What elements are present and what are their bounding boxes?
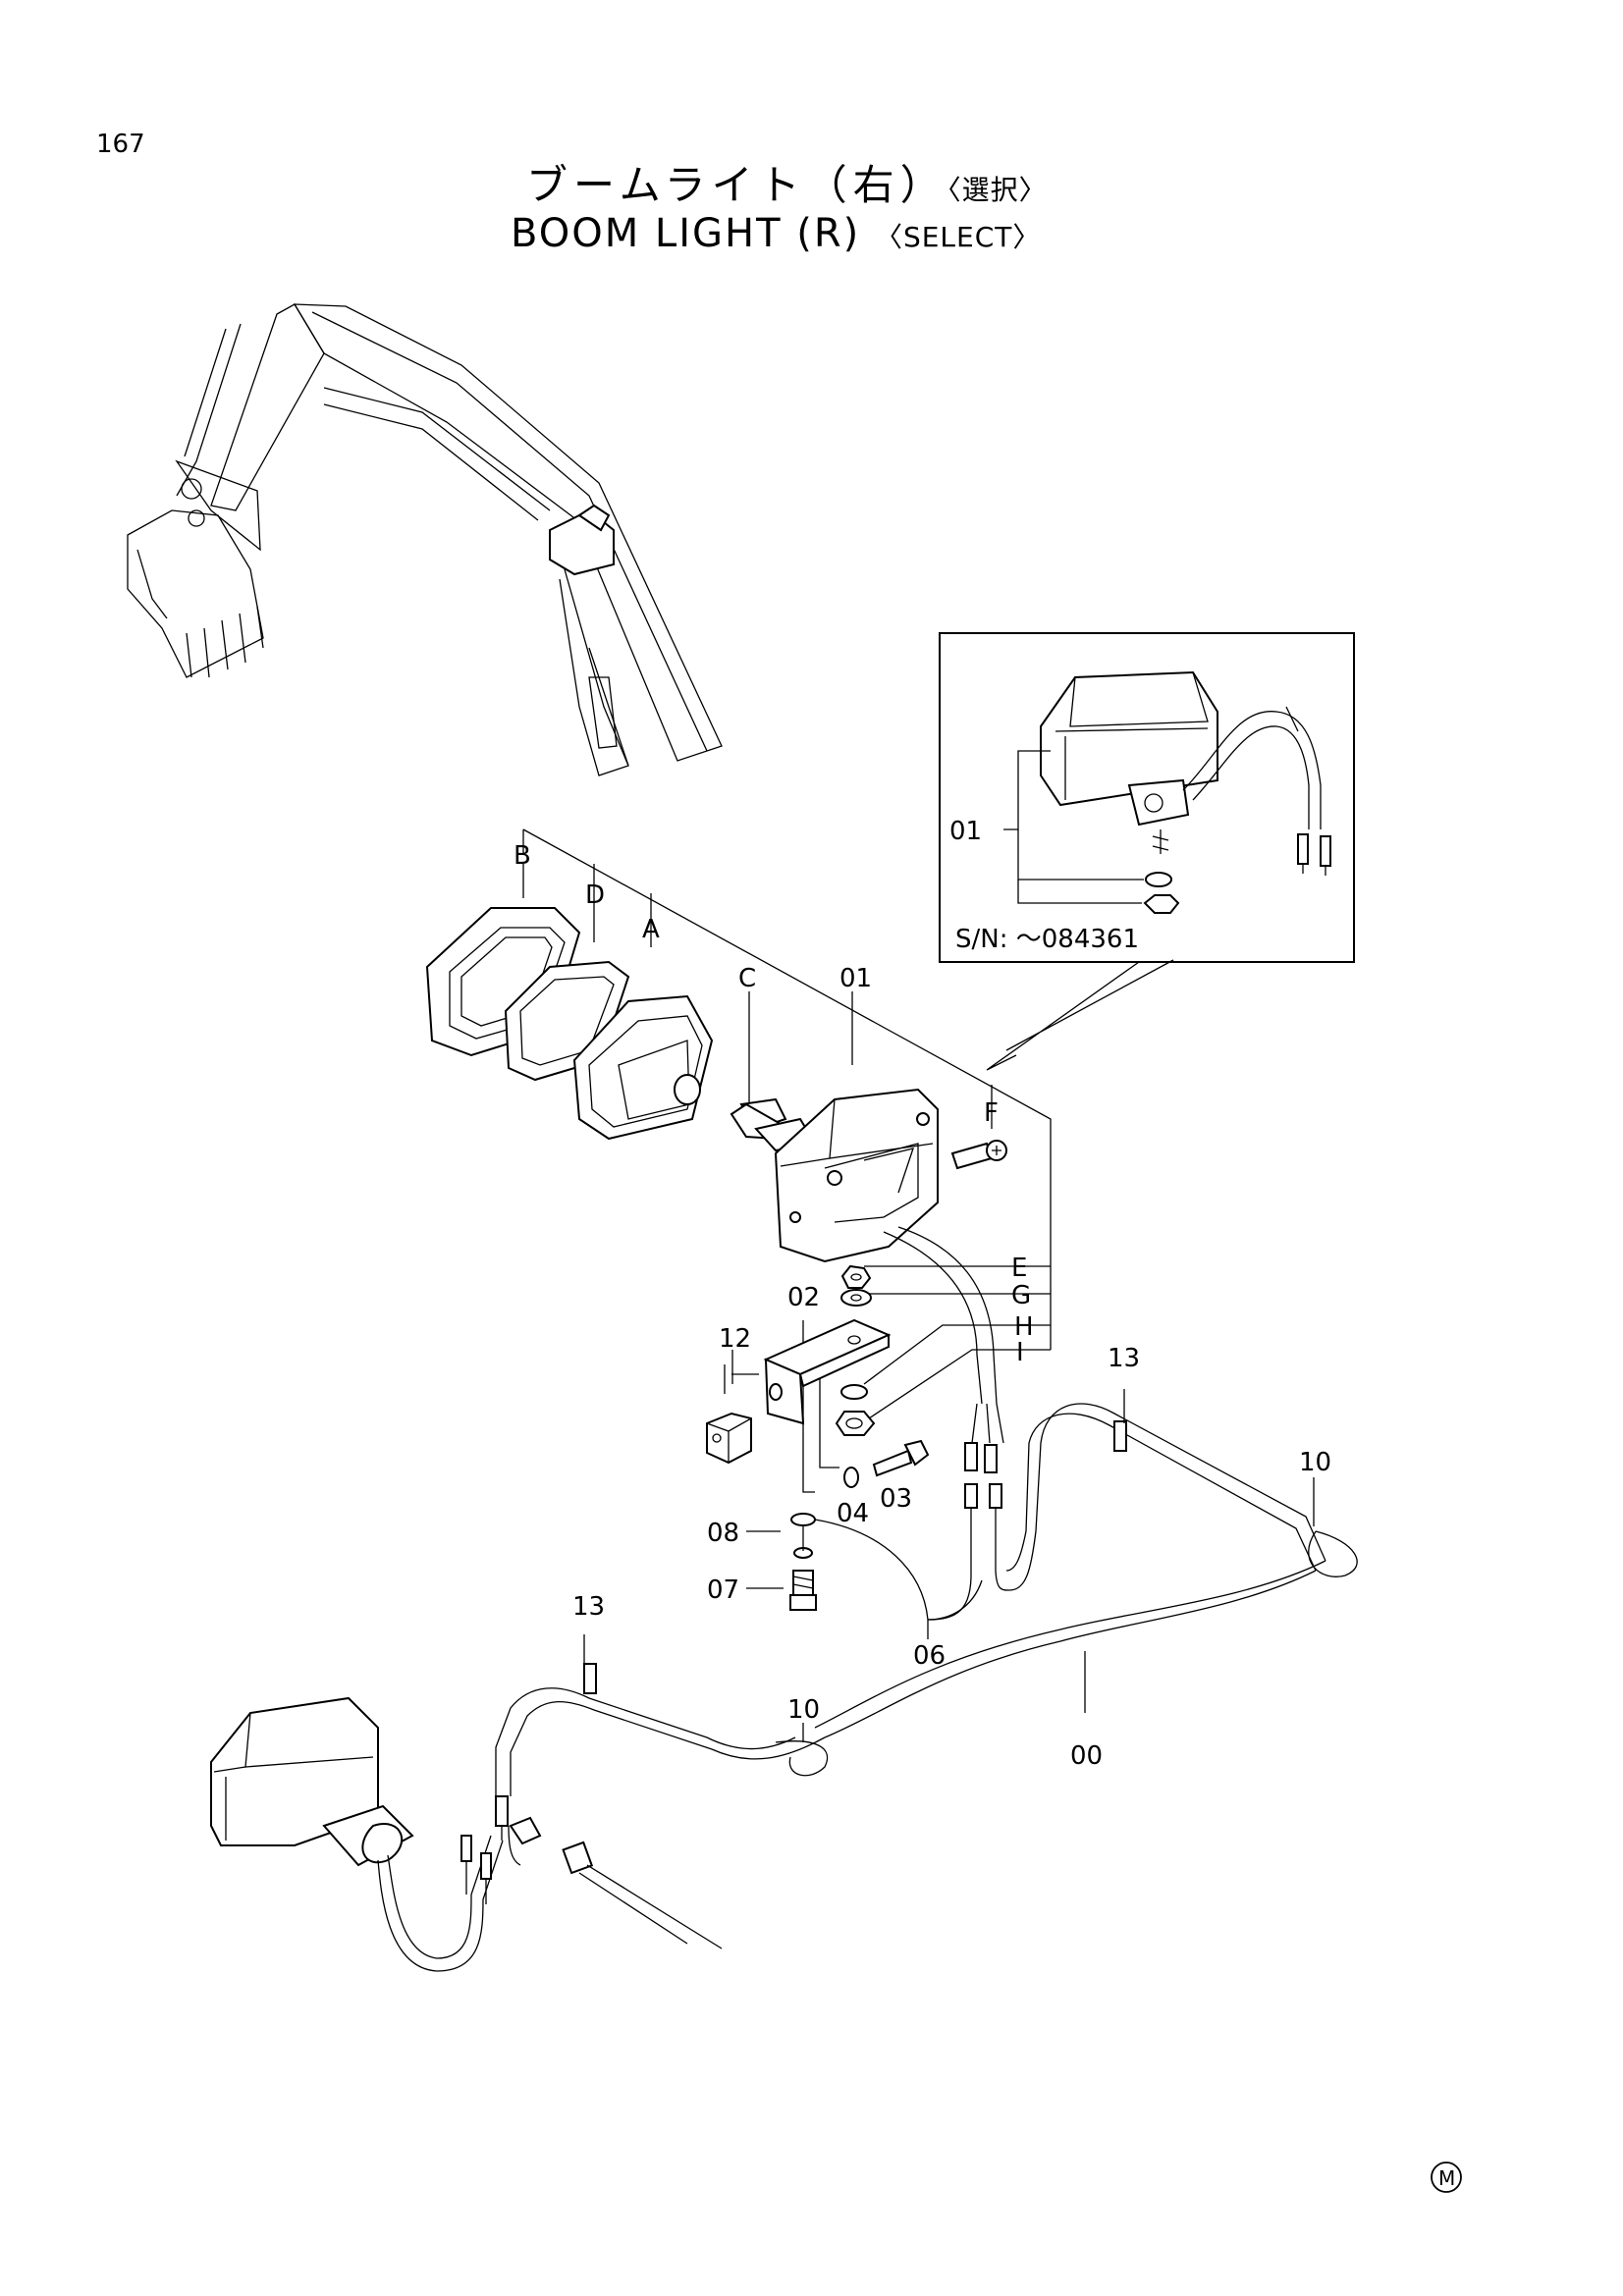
callout-i: I: [1016, 1338, 1024, 1367]
callout-04: 04: [837, 1499, 869, 1528]
title-en-main: BOOM LIGHT (R): [511, 211, 861, 256]
callout-03: 03: [880, 1484, 912, 1514]
wire-harness: [495, 1403, 1358, 1949]
block-part: [706, 1412, 752, 1465]
lens-frame-parts: [425, 907, 714, 1141]
callout-08: 08: [707, 1519, 739, 1548]
callout-13-upper: 13: [1108, 1344, 1140, 1373]
reference-lamp: [210, 1696, 504, 1972]
inset-box: 01 S/N: ～084361: [939, 632, 1355, 963]
callout-06: 06: [913, 1641, 946, 1671]
callout-13-lower: 13: [572, 1592, 605, 1622]
callout-inset-01: 01: [949, 817, 982, 846]
inset-pointer-line: [986, 959, 1174, 1071]
callout-labels: B D A C 01 F E G H I 02 12 13 10 03 04 0…: [514, 841, 1331, 1771]
callout-b: B: [514, 841, 531, 871]
title-japanese: ブームライト（右）〈選択〉: [526, 152, 1048, 212]
fasteners: [789, 1439, 930, 1611]
callout-d: D: [585, 881, 605, 910]
screw-part: [950, 1140, 1007, 1170]
callout-h: H: [1014, 1312, 1034, 1342]
callout-00: 00: [1070, 1741, 1103, 1771]
callout-02: 02: [787, 1283, 820, 1312]
title-en-suffix: 〈SELECT〉: [874, 221, 1042, 253]
exploded-leader-lines: [522, 828, 1052, 1639]
callout-07: 07: [707, 1575, 739, 1605]
callout-12: 12: [719, 1324, 751, 1354]
washers-and-nuts: [835, 1264, 876, 1436]
title-jp-main: ブームライト（右）: [526, 161, 947, 209]
inset-serial-number: S/N: ～084361: [955, 925, 1139, 954]
bracket-part: [763, 1318, 892, 1425]
callout-stems: [583, 1389, 1315, 1742]
title-jp-suffix: 〈選択〉: [947, 174, 1048, 206]
callout-a: A: [642, 915, 660, 944]
callout-01: 01: [839, 964, 872, 993]
lamp-housing: [774, 1088, 998, 1405]
callout-10-right: 10: [1299, 1448, 1331, 1477]
callout-g: G: [1011, 1281, 1031, 1310]
title-english: BOOM LIGHT (R) 〈SELECT〉: [511, 211, 1041, 256]
mark-letter: M: [1438, 2166, 1455, 2190]
page-number: 167: [96, 130, 145, 159]
callout-10-lower: 10: [787, 1695, 820, 1725]
manufacturer-mark: M: [1431, 2162, 1462, 2193]
callout-c: C: [738, 964, 756, 993]
excavator-sketch: [127, 303, 723, 776]
callout-e: E: [1011, 1254, 1027, 1283]
callout-f: F: [984, 1098, 999, 1128]
